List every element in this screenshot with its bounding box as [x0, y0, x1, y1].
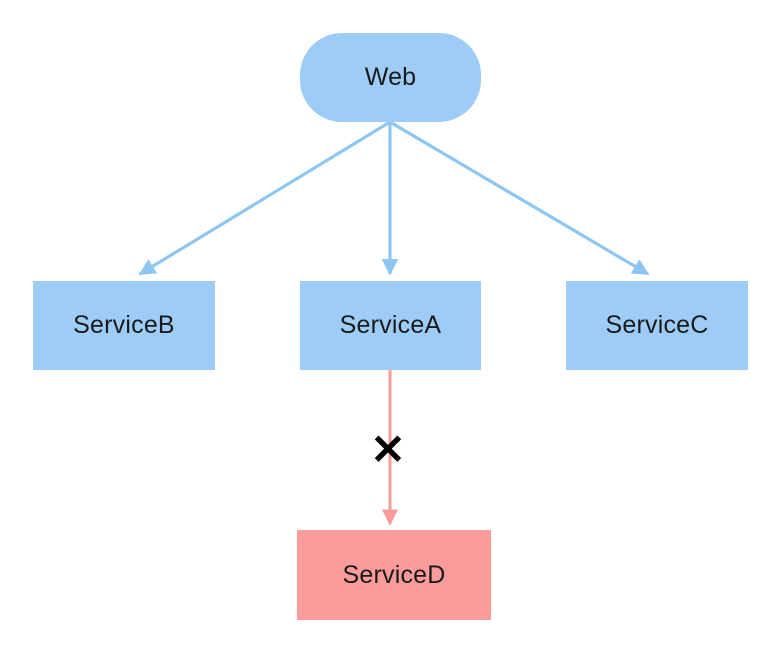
edge-web-to-serviceb	[138, 120, 391, 276]
node-serviced-label: ServiceD	[342, 560, 446, 589]
node-serviced[interactable]: ServiceD	[297, 530, 491, 620]
edge-line	[389, 120, 650, 276]
cross-mark-icon: ✕	[362, 424, 414, 476]
node-web-label: Web	[364, 63, 417, 91]
node-servicec[interactable]: ServiceC	[566, 281, 748, 370]
node-servicea-label: ServiceA	[339, 311, 442, 339]
cross-mark-glyph: ✕	[370, 426, 406, 473]
edge-web-to-servicec	[389, 120, 650, 276]
node-servicea[interactable]: ServiceA	[300, 281, 481, 370]
node-servicec-label: ServiceC	[605, 311, 709, 339]
node-serviceb[interactable]: ServiceB	[33, 281, 215, 370]
node-web[interactable]: Web	[300, 33, 481, 122]
edge-line	[138, 120, 391, 276]
node-serviceb-label: ServiceB	[73, 311, 175, 339]
